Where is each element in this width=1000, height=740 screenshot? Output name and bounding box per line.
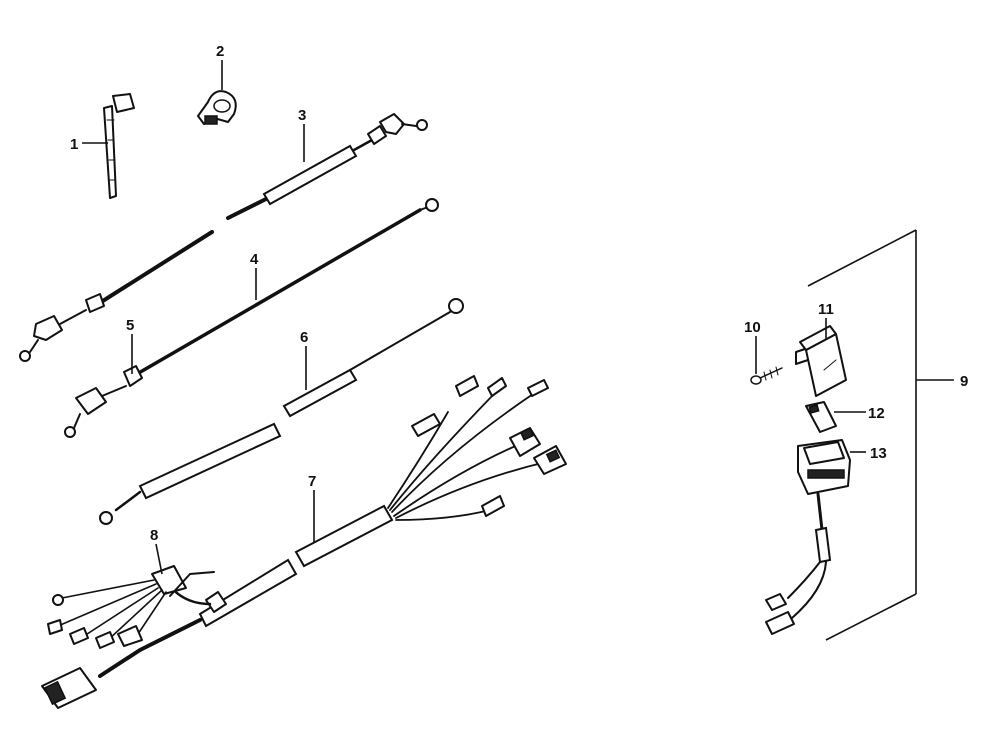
- svg-text:2: 2: [216, 43, 224, 60]
- callout-4: 4: [250, 251, 259, 300]
- fuse-part: [805, 401, 837, 433]
- svg-text:7: 7: [308, 473, 316, 490]
- svg-text:4: 4: [250, 251, 259, 268]
- cable-tie-part: [103, 93, 135, 199]
- svg-text:5: 5: [126, 317, 134, 334]
- svg-text:10: 10: [744, 319, 761, 336]
- svg-text:3: 3: [298, 107, 306, 124]
- clamp-part: [197, 90, 237, 125]
- callout-3: 3: [298, 107, 306, 162]
- fuse-holder-part: [765, 439, 851, 635]
- ground-cable-part: [64, 198, 439, 438]
- kit-bracket: [807, 229, 954, 641]
- callout-13: 13: [850, 445, 887, 462]
- main-harness-part: [41, 375, 567, 709]
- screw-part: [750, 366, 783, 385]
- battery-cable-part: [19, 113, 428, 362]
- callout-7: 7: [308, 473, 316, 542]
- relay-part: [795, 325, 847, 397]
- callout-11: 11: [818, 301, 834, 340]
- callout-12: 12: [834, 405, 885, 422]
- callout-9: 9: [960, 373, 968, 390]
- svg-text:9: 9: [960, 373, 968, 390]
- callout-6: 6: [300, 329, 308, 390]
- callout-10: 10: [744, 319, 761, 374]
- callout-1: 1: [70, 136, 108, 153]
- callout-2: 2: [216, 43, 224, 90]
- svg-text:13: 13: [870, 445, 887, 462]
- svg-text:8: 8: [150, 527, 158, 544]
- callout-5: 5: [126, 317, 134, 374]
- svg-text:1: 1: [70, 136, 78, 153]
- svg-text:12: 12: [868, 405, 885, 422]
- callout-8: 8: [150, 527, 163, 575]
- svg-text:11: 11: [818, 301, 834, 318]
- svg-text:6: 6: [300, 329, 308, 346]
- sheathed-cable-part: [99, 298, 464, 525]
